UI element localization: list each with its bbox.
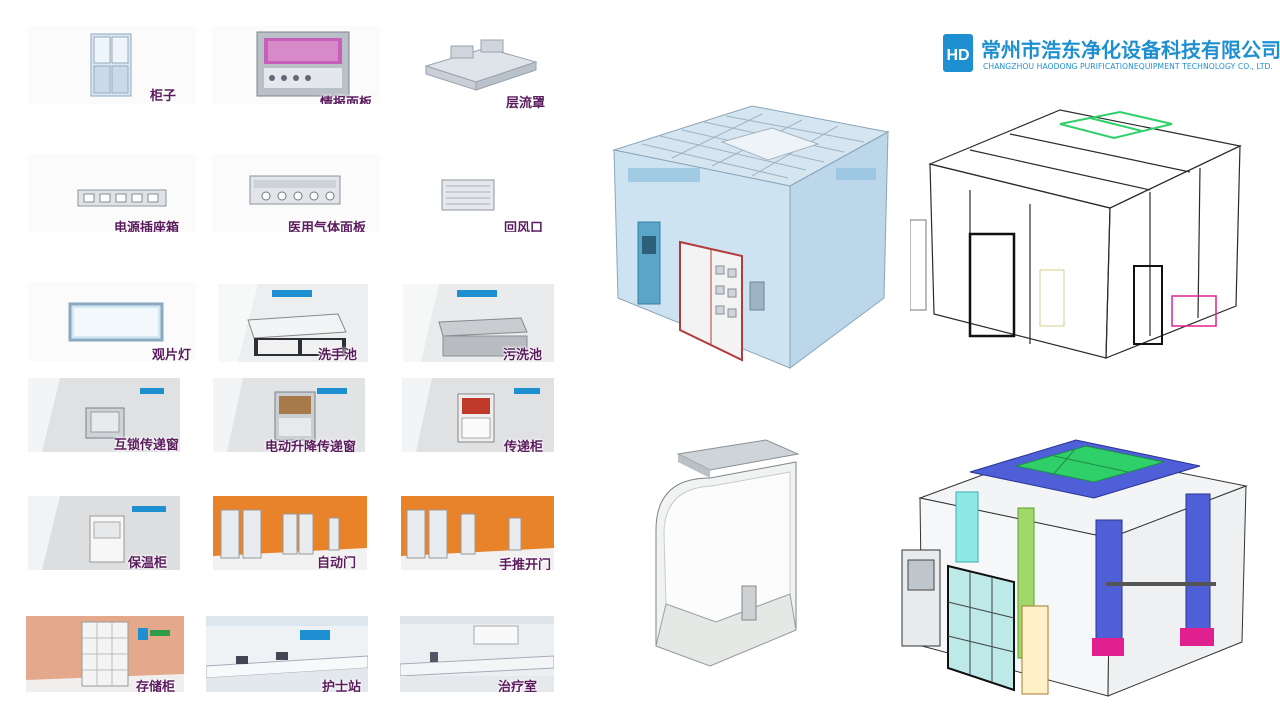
product-tile-medical-gas-panel: 医用气体面板 [212, 154, 380, 232]
clean-room-section-render [646, 434, 810, 668]
product-tile-manual-push-door: 手推开门 [401, 496, 554, 570]
product-label: 电动升降传递窗 [265, 440, 357, 452]
info-panel-image [212, 26, 380, 104]
dirty-sink-image [403, 284, 554, 362]
product-label: 存储柜 [136, 680, 176, 692]
product-label: 传递柜 [504, 440, 544, 452]
treatment-room-image [400, 616, 554, 692]
hand-sink-image [218, 284, 368, 362]
return-vent-image [396, 154, 554, 232]
hvac-colored-render [896, 432, 1252, 698]
company-name-en: CHANGZHOU HAODONG PURIFICATIONEQUIPMENT … [983, 62, 1274, 71]
section-image [655, 439, 800, 667]
product-label: 治疗室 [498, 680, 538, 692]
svg-text:HD: HD [946, 47, 969, 64]
hd-logo-icon: HD [943, 34, 973, 72]
product-tile-info-panel: 情报面板 [212, 26, 380, 104]
product-label: 污洗池 [503, 348, 543, 362]
product-tile-automatic-door: 自动门 [213, 496, 367, 570]
product-tile-pass-cabinet: 传递柜 [402, 378, 554, 452]
product-label: 自动门 [317, 556, 357, 570]
product-tile-return-air-vent: 回风口 [396, 154, 554, 232]
pass-cabinet-image [402, 378, 554, 452]
lift-pass-box-image [213, 378, 365, 452]
gas-panel-image [212, 154, 380, 232]
product-label: 电源插座箱 [114, 221, 180, 232]
product-tile-treatment-room: 治疗室 [400, 616, 554, 692]
auto-door-image [213, 496, 367, 570]
storage-cabinet-image [26, 616, 184, 692]
hvac-wireframe-render [910, 100, 1250, 362]
product-tile-interlock-pass-box: 互锁传递窗 [28, 378, 180, 452]
laminar-hood-image [396, 26, 554, 110]
product-label: 柜子 [150, 89, 177, 104]
socket-box-image [28, 154, 196, 232]
modular-operating-room-render [612, 102, 892, 370]
product-tile-laminar-hood: 层流罩 [396, 26, 554, 110]
product-label: 保温柜 [128, 556, 168, 570]
product-label: 护士站 [322, 680, 362, 692]
product-tile-warming-cabinet: 保温柜 [28, 496, 180, 570]
product-tile-electric-lift-pass-box: 电动升降传递窗 [213, 378, 365, 452]
film-viewer-image [28, 282, 196, 362]
product-tile-nurse-station: 护士站 [206, 616, 368, 692]
wireframe-image [910, 109, 1242, 359]
product-tile-dirty-wash-sink: 污洗池 [403, 284, 554, 362]
company-name-cn: 常州市浩东净化设备科技有限公司 [981, 38, 1280, 62]
product-label: 观片灯 [152, 348, 192, 362]
product-tile-film-viewer: 观片灯 [28, 282, 196, 362]
push-door-image [401, 496, 554, 570]
product-label: 层流罩 [506, 96, 546, 110]
product-label: 洗手池 [318, 348, 358, 362]
operating-room-image [612, 105, 890, 369]
product-tile-storage-cabinet: 存储柜 [26, 616, 184, 692]
pass-box-image [28, 378, 180, 452]
product-tile-cabinet: 柜子 [28, 26, 196, 104]
nurse-station-image [206, 616, 368, 692]
product-label: 医用气体面板 [288, 221, 367, 232]
product-tile-hand-wash-sink: 洗手池 [218, 284, 368, 362]
product-tile-power-socket-box: 电源插座箱 [28, 154, 196, 232]
product-label: 手推开门 [499, 558, 552, 570]
company-logo: HD 常州市浩东净化设备科技有限公司 CHANGZHOU HAODONG PUR… [943, 34, 1280, 78]
colored-hvac-image [901, 439, 1248, 697]
product-label: 回风口 [504, 221, 544, 232]
cabinet-image [28, 26, 196, 104]
product-label: 互锁传递窗 [114, 438, 180, 452]
warming-cabinet-image [28, 496, 180, 570]
product-label: 情报面板 [320, 96, 373, 104]
